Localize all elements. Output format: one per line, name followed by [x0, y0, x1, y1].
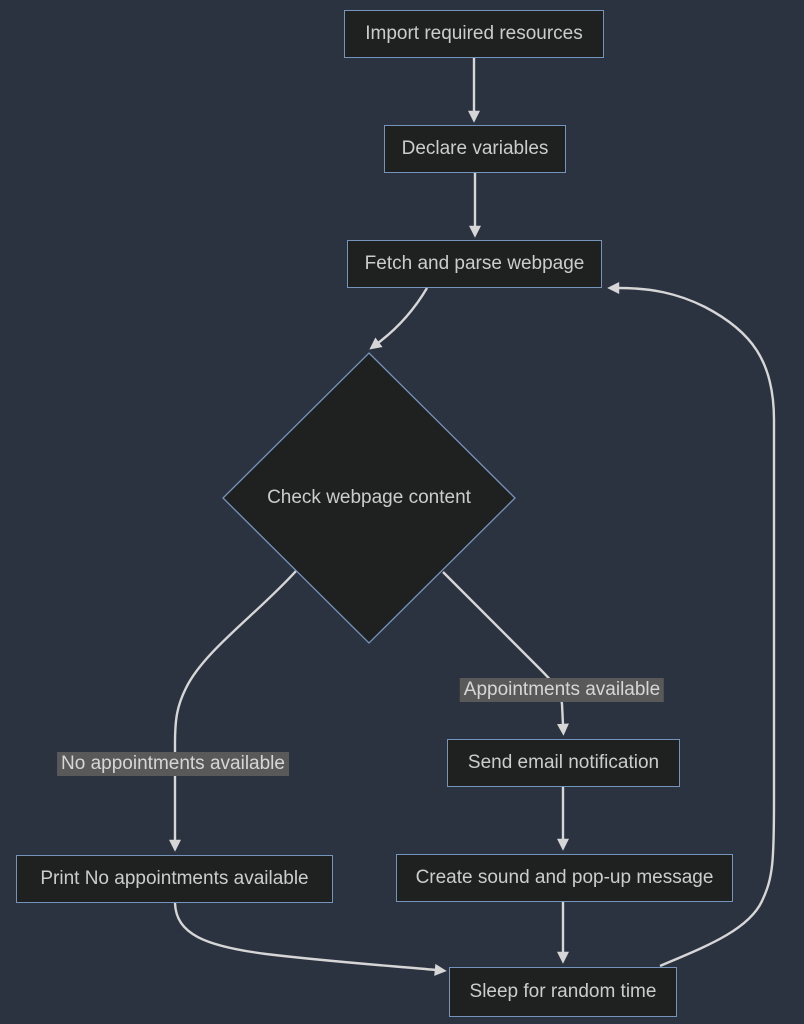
- node-create-sound-and-popup-message: Create sound and pop-up message: [396, 854, 733, 902]
- node-sleep-for-random-time: Sleep for random time: [449, 967, 677, 1017]
- edge-check-to-send-email: [442, 571, 569, 736]
- edge-fetch-to-check: [369, 287, 429, 350]
- node-fetch-and-parse-webpage: Fetch and parse webpage: [347, 240, 602, 288]
- edge-check-to-print: [169, 570, 297, 852]
- edge-print-to-sleep: [173, 902, 447, 976]
- edge-label-appointments-available: Appointments available: [459, 678, 665, 702]
- node-send-email-notification: Send email notification: [447, 739, 680, 787]
- node-print-no-appointments-available: Print No appointments available: [16, 855, 333, 903]
- node-import-required-resources: Import required resources: [344, 10, 604, 58]
- node-declare-variables: Declare variables: [384, 125, 566, 173]
- check-webpage-content-diamond: [222, 352, 516, 644]
- node-check-webpage-content-label: Check webpage content: [267, 487, 471, 508]
- edge-sleep-to-fetch: [607, 282, 776, 968]
- edge-label-no-appointments-available: No appointments available: [57, 752, 289, 776]
